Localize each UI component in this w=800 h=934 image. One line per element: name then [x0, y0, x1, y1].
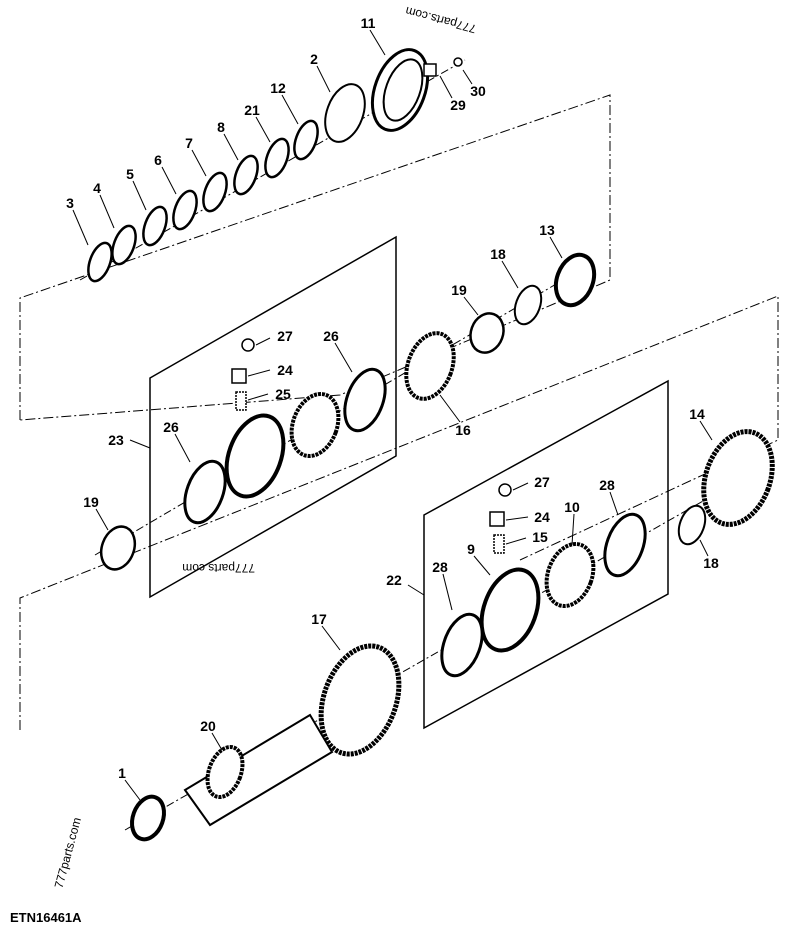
callout-label: 27 [534, 474, 550, 490]
collar [224, 413, 286, 499]
callout-label: 13 [539, 222, 555, 238]
callout-label: 6 [154, 152, 162, 168]
callout-label: 1 [118, 765, 126, 781]
snap-ring-5 [142, 205, 168, 247]
hub-gear [289, 392, 341, 458]
snap-ring-21 [264, 137, 290, 179]
callout-label: 17 [311, 611, 327, 627]
watermark: 777parts.com [182, 561, 255, 575]
callout-label: 27 [277, 328, 293, 344]
leader-lines [72, 29, 713, 801]
washer-18 [513, 284, 543, 326]
callout-label: 25 [275, 386, 291, 402]
figure-code: ETN16461A [10, 910, 82, 925]
callout-label: 20 [200, 718, 216, 734]
callout-label: 18 [703, 555, 719, 571]
spring-25 [235, 391, 247, 411]
synchro-ring-28 [603, 512, 647, 578]
callout-label: 19 [83, 494, 99, 510]
callout-label: 24 [534, 509, 550, 525]
watermark: 777parts.com [52, 816, 84, 890]
sleeve-2 [324, 83, 366, 143]
bearing-1 [130, 794, 166, 842]
pin-27b [498, 483, 512, 497]
callout-label: 7 [185, 135, 193, 151]
detent-24 [231, 368, 247, 384]
snap-ring-8 [233, 154, 259, 196]
lower-group-outline [19, 295, 779, 730]
synchro-ring-26b [183, 459, 227, 525]
callout-label: 15 [532, 529, 548, 545]
callout-label: 9 [467, 541, 475, 557]
callout-label: 28 [432, 559, 448, 575]
callout-label: 23 [108, 432, 124, 448]
callout-label: 19 [451, 282, 467, 298]
callout-label: 26 [163, 419, 179, 435]
collar-9 [479, 567, 541, 653]
callout-label: 18 [490, 246, 506, 262]
pin-27 [241, 338, 255, 352]
kit-box-22 [423, 379, 669, 730]
callout-label: 22 [386, 572, 402, 588]
hub-10 [544, 542, 596, 608]
clip-29 [423, 63, 437, 77]
detent-24b [489, 511, 505, 527]
snap-ring-4 [111, 224, 137, 266]
gear-16 [404, 331, 456, 401]
gear-17 [318, 643, 402, 757]
callout-label: 14 [689, 406, 705, 422]
callout-labels: 11 2 12 21 8 7 6 5 4 3 30 29 13 18 19 27… [66, 15, 719, 781]
washer-18b [677, 504, 707, 546]
bushing-19b [99, 525, 137, 571]
synchro-ring-26 [343, 367, 387, 433]
gear-14 [701, 429, 775, 527]
watermark: 777parts.com [404, 4, 478, 36]
shaft-gear-20 [205, 744, 245, 800]
bushing-19 [469, 312, 505, 354]
snap-ring-12 [293, 119, 319, 161]
callout-label: 3 [66, 195, 74, 211]
callout-label: 16 [455, 422, 471, 438]
bearing-13 [553, 252, 597, 308]
screw-30 [453, 57, 463, 67]
callout-label: 12 [270, 80, 286, 96]
callout-label: 26 [323, 328, 339, 344]
callout-label: 24 [277, 362, 293, 378]
parts [87, 48, 775, 842]
callout-label: 4 [93, 180, 101, 196]
callout-label: 29 [450, 97, 466, 113]
callout-label: 28 [599, 477, 615, 493]
synchro-ring-28b [440, 612, 484, 678]
spring-15 [493, 534, 505, 554]
callout-label: 8 [217, 119, 225, 135]
callout-label: 11 [361, 15, 376, 31]
snap-ring-6 [172, 189, 198, 231]
callout-label: 5 [126, 166, 134, 182]
callout-label: 2 [310, 51, 318, 67]
kit-box-23 [149, 235, 397, 599]
callout-label: 30 [470, 83, 486, 99]
callout-label: 21 [244, 102, 260, 118]
snap-ring-3 [87, 241, 113, 283]
shaft-20 [183, 713, 334, 827]
snap-ring-7 [202, 171, 228, 213]
housing-11-inner [382, 58, 424, 122]
callout-label: 10 [564, 499, 580, 515]
